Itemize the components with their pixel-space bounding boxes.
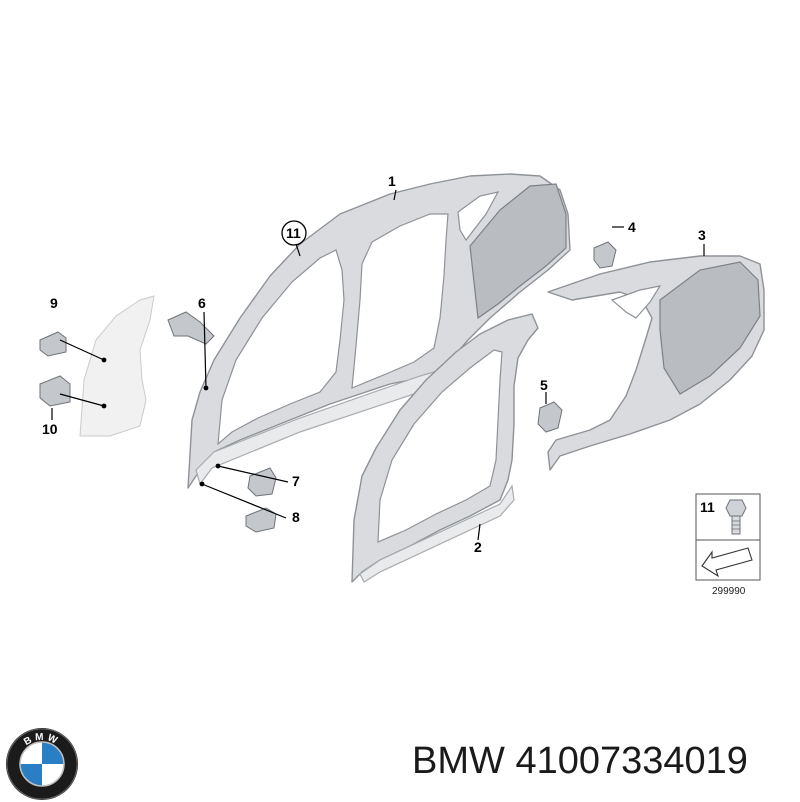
- bracket-part-6: [167, 311, 215, 345]
- bracket-part-10: [39, 375, 71, 407]
- bmw-logo: BMW: [6, 728, 78, 800]
- bracket-part-8: [245, 507, 277, 533]
- inset-box: [695, 493, 761, 581]
- brand-name: BMW: [412, 740, 505, 782]
- pillar-section-ghost: [79, 295, 155, 437]
- callout-11-circle: [281, 220, 307, 246]
- bracket-part-5: [537, 401, 563, 433]
- callout-1: 1: [388, 173, 396, 189]
- logo-text: BMW: [22, 732, 61, 748]
- bracket-part-4: [593, 241, 617, 269]
- direction-arrow-icon: [701, 547, 753, 578]
- callout-5: 5: [540, 377, 548, 393]
- callout-8: 8: [292, 509, 300, 525]
- bolt-icon: [725, 499, 747, 535]
- callout-6: 6: [198, 295, 206, 311]
- callout-3: 3: [698, 227, 706, 243]
- side-frame-panel-1: [187, 173, 571, 489]
- leader-lines: [51, 189, 705, 541]
- part-caption: BMW 41007334019: [412, 736, 792, 786]
- callout-4: 4: [628, 219, 636, 235]
- side-frame-panel-2: [351, 313, 539, 583]
- callout-7: 7: [292, 473, 300, 489]
- part-number: 41007334019: [515, 740, 748, 782]
- callout-9: 9: [50, 295, 58, 311]
- callout-2: 2: [474, 539, 482, 555]
- callout-10: 10: [42, 421, 58, 437]
- bracket-part-7: [247, 467, 277, 497]
- callout-11: 11: [286, 225, 301, 241]
- inset-ref-number: 299990: [712, 586, 746, 597]
- rear-quarter-panel-3: [547, 255, 765, 471]
- inset-label-11: 11: [700, 499, 715, 515]
- bracket-part-9: [39, 331, 67, 357]
